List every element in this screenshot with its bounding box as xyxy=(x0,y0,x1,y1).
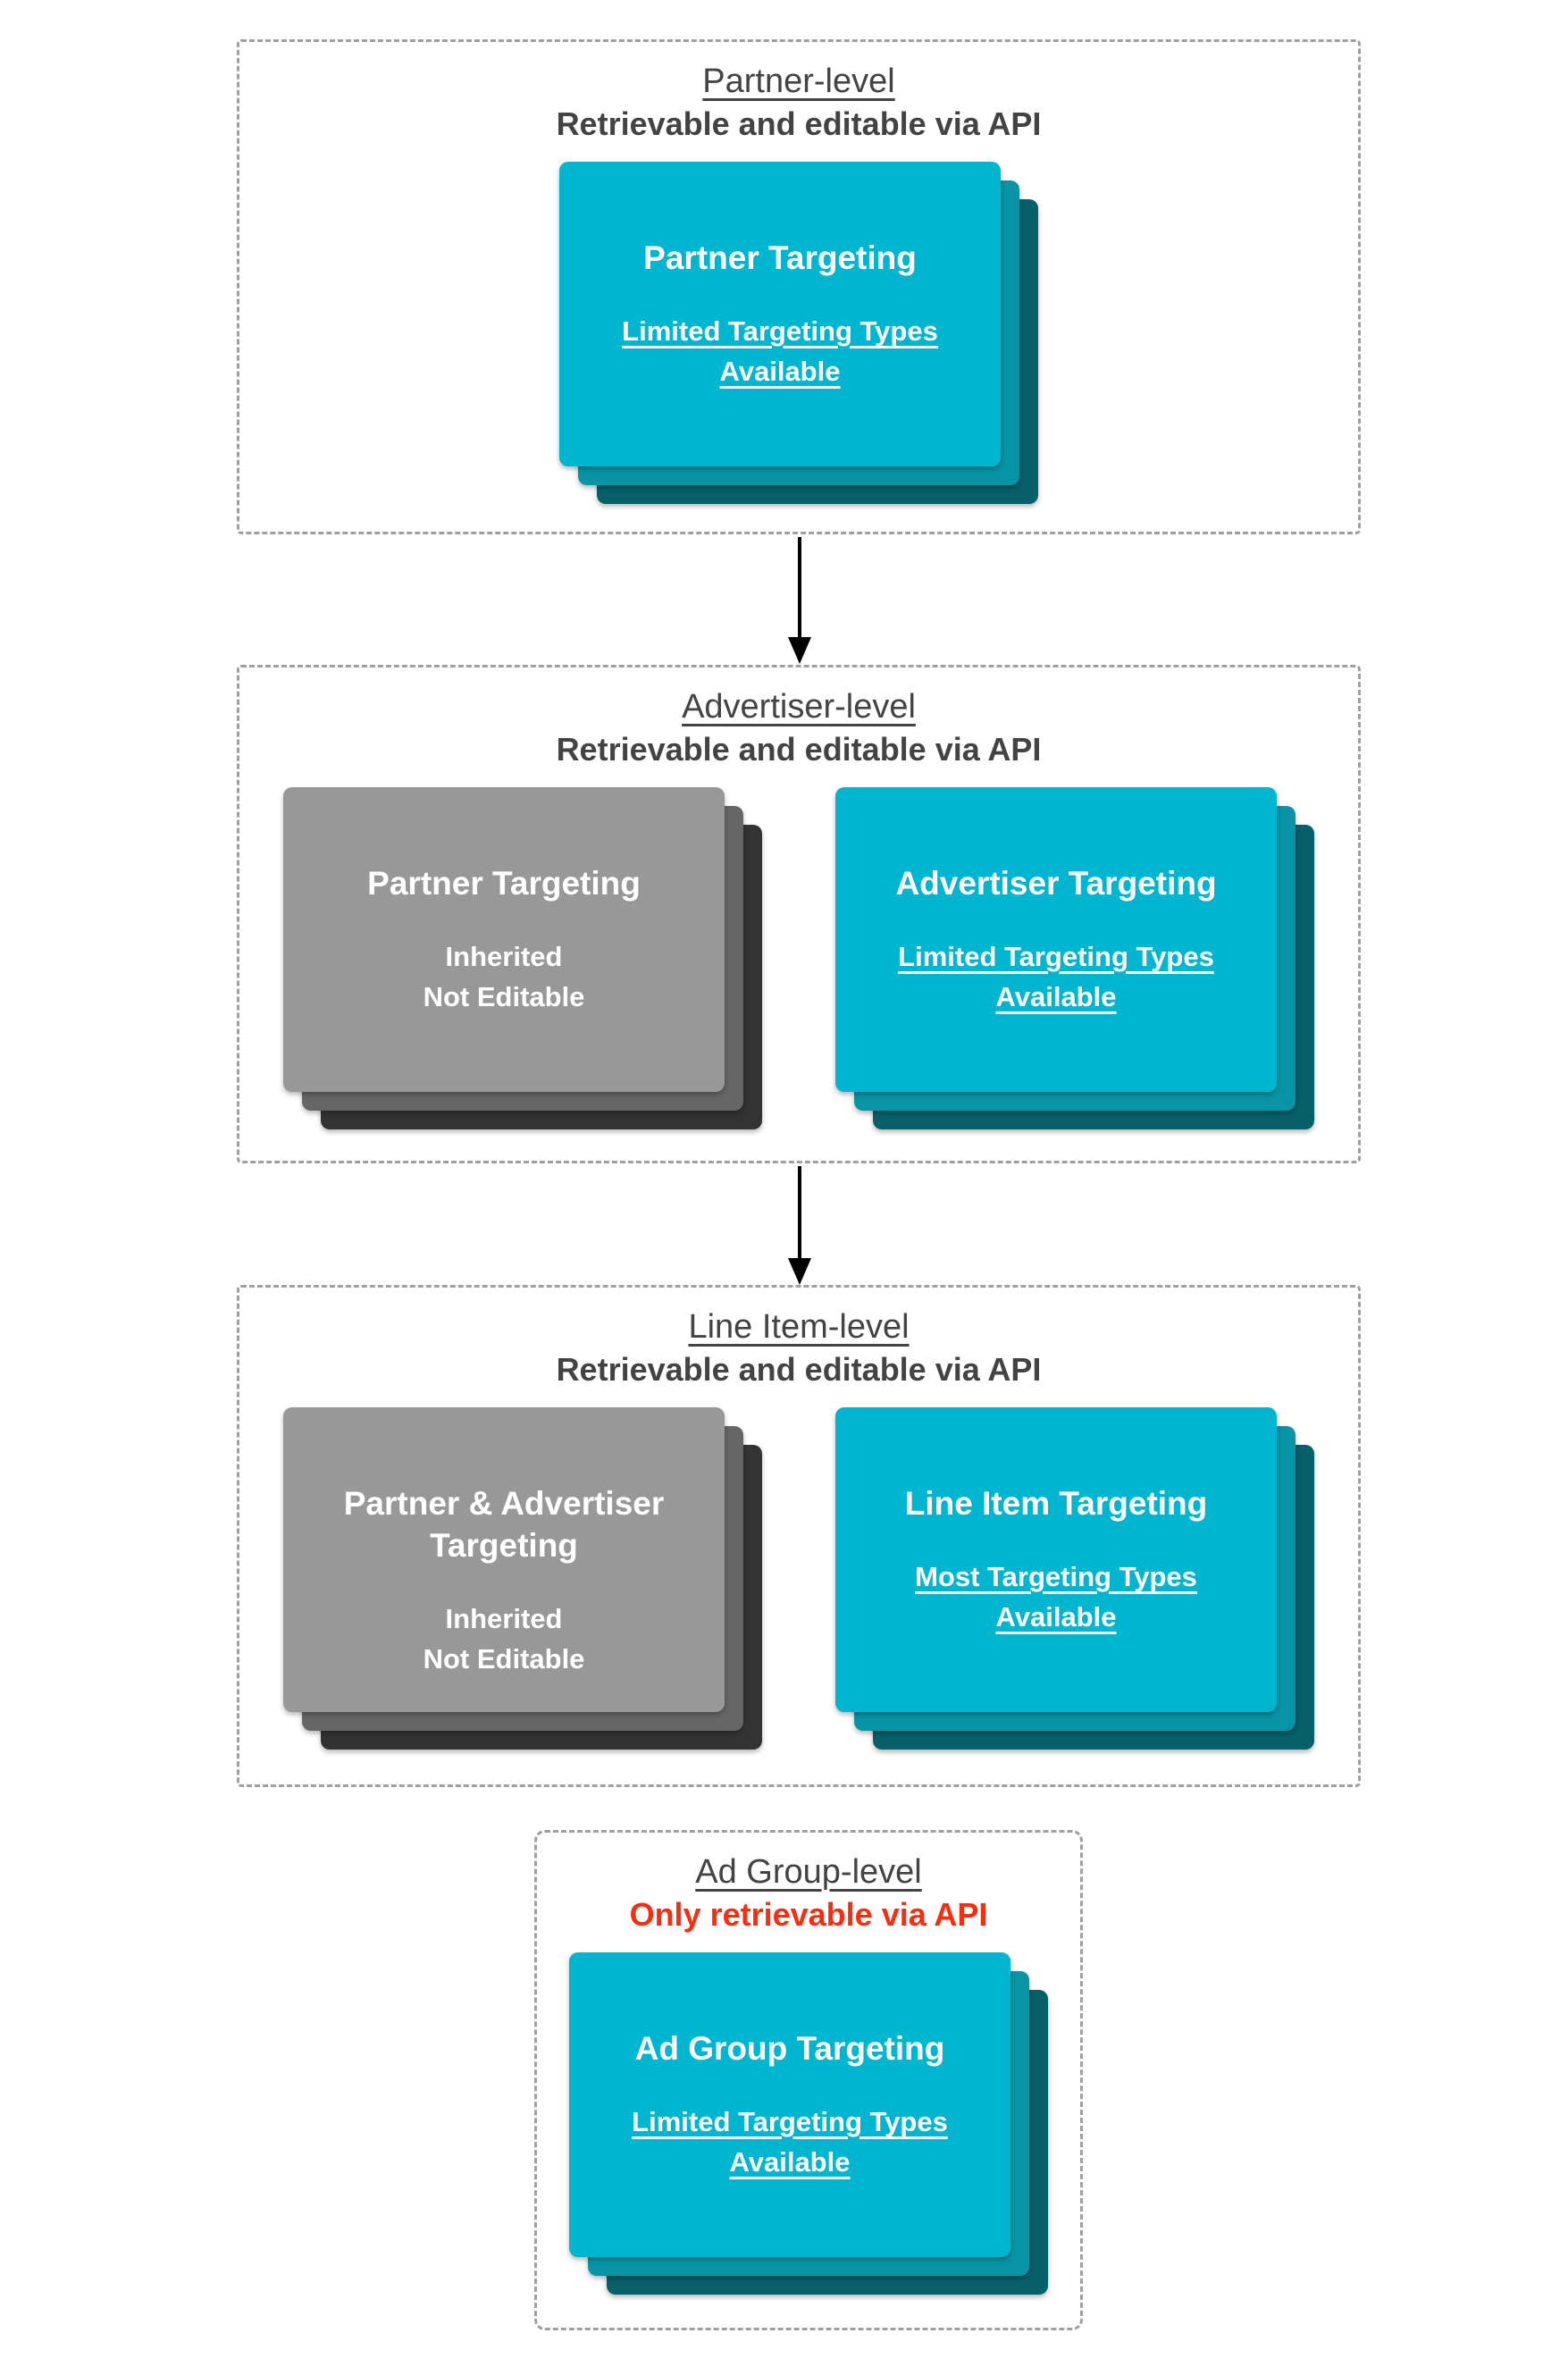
targeting-card: Line Item Targeting Most Targeting Types… xyxy=(835,1407,1277,1712)
card-subtext: Inherited Not Editable xyxy=(423,936,585,1017)
targeting-card: Ad Group Targeting Limited Targeting Typ… xyxy=(569,1952,1010,2257)
arrow-stem xyxy=(798,537,801,637)
card-stacks-row: Partner Targeting Inherited Not Editable… xyxy=(239,787,1358,1129)
arrow-down-icon xyxy=(788,1166,811,1285)
card-subtext-line: Available xyxy=(729,2146,851,2178)
section-subtitle-warning: Only retrievable via API xyxy=(629,1896,988,1933)
partner-advertiser-targeting-card-stack: Partner & Advertiser Targeting Inherited… xyxy=(283,1407,762,1750)
arrow-head xyxy=(788,637,811,664)
card-stacks-row: Partner Targeting Limited Targeting Type… xyxy=(239,162,1358,504)
card-stacks-row: Ad Group Targeting Limited Targeting Typ… xyxy=(537,1952,1080,2295)
section-ad-group-level: Ad Group-level Only retrievable via API … xyxy=(534,1830,1083,2330)
card-subtext-line: Inherited xyxy=(445,1603,563,1634)
card-subtext-line: Limited Targeting Types xyxy=(632,2106,948,2137)
card-title: Line Item Targeting xyxy=(904,1485,1208,1522)
section-advertiser-level: Advertiser-level Retrievable and editabl… xyxy=(237,665,1361,1163)
card-subtext-line: Not Editable xyxy=(423,1643,585,1675)
targeting-card: Partner Targeting Inherited Not Editable xyxy=(283,787,725,1092)
card-subtext-line: Not Editable xyxy=(423,981,585,1012)
card-subtext: Limited Targeting Types Available xyxy=(622,311,938,391)
ad-group-targeting-card-stack: Ad Group Targeting Limited Targeting Typ… xyxy=(569,1952,1048,2295)
section-subtitle: Retrievable and editable via API xyxy=(556,731,1042,768)
targeting-card: Advertiser Targeting Limited Targeting T… xyxy=(835,787,1277,1092)
card-title: Partner & Advertiser Targeting xyxy=(343,1485,665,1564)
card-subtext-line: Limited Targeting Types xyxy=(622,315,938,347)
card-subtext: Limited Targeting Types Available xyxy=(898,936,1214,1017)
card-title: Partner Targeting xyxy=(367,865,641,902)
partner-targeting-card-stack: Partner Targeting Limited Targeting Type… xyxy=(559,162,1038,504)
card-subtext-line: Limited Targeting Types xyxy=(898,941,1214,972)
card-subtext-line: Most Targeting Types xyxy=(915,1561,1197,1592)
card-stacks-row: Partner & Advertiser Targeting Inherited… xyxy=(239,1407,1358,1750)
card-title: Ad Group Targeting xyxy=(634,2030,945,2067)
card-subtext: Most Targeting Types Available xyxy=(915,1557,1197,1637)
line-item-targeting-card-stack: Line Item Targeting Most Targeting Types… xyxy=(835,1407,1314,1750)
section-line-item-level: Line Item-level Retrievable and editable… xyxy=(237,1285,1361,1787)
card-subtext: Inherited Not Editable xyxy=(423,1599,585,1679)
section-title: Line Item-level xyxy=(688,1308,910,1346)
card-subtext-line: Inherited xyxy=(445,941,563,972)
card-subtext-line: Available xyxy=(995,981,1117,1012)
section-title: Ad Group-level xyxy=(695,1853,922,1891)
targeting-card: Partner Targeting Limited Targeting Type… xyxy=(559,162,1001,466)
card-title: Partner Targeting xyxy=(643,239,917,276)
card-subtext: Limited Targeting Types Available xyxy=(632,2102,948,2182)
partner-targeting-inherited-card-stack: Partner Targeting Inherited Not Editable xyxy=(283,787,762,1129)
card-subtext-line: Available xyxy=(995,1601,1117,1633)
section-title: Partner-level xyxy=(702,63,895,100)
card-title: Advertiser Targeting xyxy=(895,865,1217,902)
section-subtitle: Retrievable and editable via API xyxy=(556,105,1042,142)
arrow-head xyxy=(788,1258,811,1285)
arrow-stem xyxy=(798,1166,801,1258)
section-title: Advertiser-level xyxy=(682,688,916,726)
card-subtext-line: Available xyxy=(719,356,841,387)
arrow-down-icon xyxy=(788,537,811,664)
section-partner-level: Partner-level Retrievable and editable v… xyxy=(237,39,1361,534)
targeting-card: Partner & Advertiser Targeting Inherited… xyxy=(283,1407,725,1712)
section-subtitle: Retrievable and editable via API xyxy=(556,1351,1042,1388)
advertiser-targeting-card-stack: Advertiser Targeting Limited Targeting T… xyxy=(835,787,1314,1129)
